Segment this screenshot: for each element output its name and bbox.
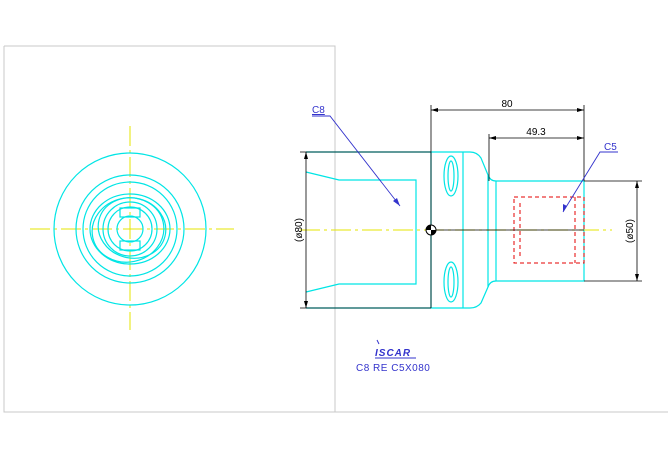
shank-circle	[82, 181, 178, 277]
drive-slot-upper-inner	[447, 160, 455, 192]
bore-circle-mid	[107, 206, 153, 252]
c8-leader	[312, 115, 401, 207]
drive-slot-upper	[443, 155, 459, 197]
callout-arrowheads	[393, 198, 567, 212]
dimension-arrows	[304, 108, 639, 308]
flange-inner-circle	[75, 174, 185, 284]
side-view	[300, 105, 642, 309]
callout-c8-label: C8	[312, 105, 325, 116]
arrow-d50-bottom	[635, 274, 639, 281]
c5-leader	[562, 151, 618, 213]
coupling-ring-1	[89, 193, 171, 265]
part-number: C8 RE C5X080	[356, 363, 430, 374]
bore-circle-outer	[102, 201, 158, 257]
coupling-ring-3	[97, 197, 167, 259]
dim-label-49: 49.3	[526, 127, 546, 138]
side-view-outline	[305, 151, 585, 309]
end-view-outlines	[53, 152, 207, 306]
c5-leader-arrow	[563, 204, 567, 212]
drive-slot-lower	[443, 261, 459, 303]
iscar-logo: ISCAR	[375, 339, 416, 359]
dimension-lines	[300, 105, 642, 309]
arrow-80-right	[577, 108, 584, 112]
callout-leaders	[312, 115, 618, 213]
drive-key-slot-lower	[119, 240, 141, 251]
dim-label-d80: (ø80)	[294, 218, 305, 242]
c8-taper-bore	[305, 171, 417, 293]
callout-labels: C8 C5	[312, 105, 617, 153]
arrow-d50-top	[635, 181, 639, 188]
iscar-logo-text: ISCAR	[375, 348, 411, 359]
dimension-labels: 80 49.3 (ø80) (ø50)	[294, 99, 636, 243]
arrow-d80-bottom	[304, 301, 308, 308]
callout-c5-label: C5	[604, 142, 617, 153]
gauge-point-marker	[425, 224, 437, 236]
dim-label-80: 80	[501, 99, 513, 110]
outer-flange-circle	[53, 152, 207, 306]
end-view-centerlines	[30, 126, 234, 330]
drive-slot-lower-inner	[447, 266, 455, 298]
viewport-frames	[3, 45, 668, 413]
title-block: ISCAR C8 RE C5X080	[356, 339, 430, 374]
arrow-49-right	[577, 136, 584, 140]
drive-key-slot	[119, 207, 141, 218]
bore-circle-inner	[116, 215, 144, 243]
arrow-80-left	[431, 108, 438, 112]
end-view	[30, 126, 234, 330]
arrow-d80-top	[304, 152, 308, 159]
dim-label-d50: (ø50)	[625, 219, 636, 243]
c8-leader-arrow	[393, 198, 400, 206]
arrow-49-left	[489, 136, 496, 140]
